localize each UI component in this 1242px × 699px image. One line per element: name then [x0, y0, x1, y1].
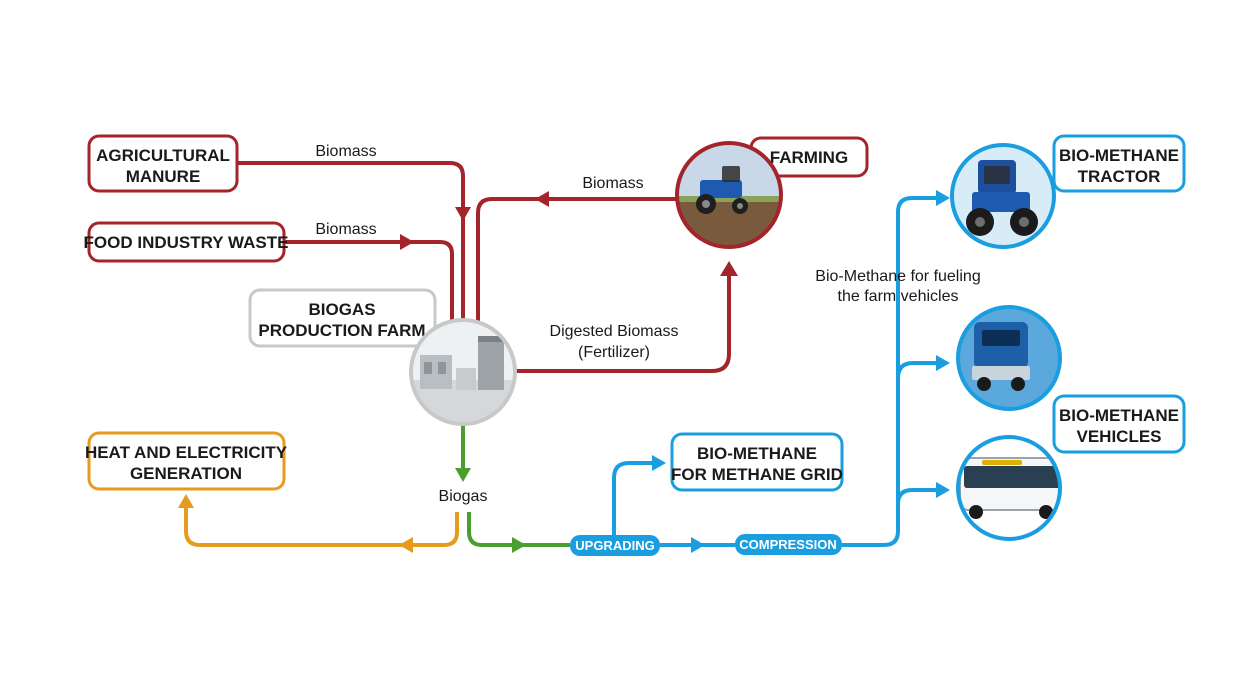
bio-methane-grid-line-2: FOR METHANE GRID [671, 465, 843, 484]
green-flow-lines [461, 425, 570, 547]
heat-electricity-line-2: GENERATION [130, 464, 242, 483]
bio-methane-grid-box: BIO-METHANE FOR METHANE GRID [670, 432, 844, 492]
truck-branch-line [896, 361, 940, 379]
manure-flow-line [237, 161, 465, 330]
compression-pill: COMPRESSION [735, 534, 842, 555]
compression-label: COMPRESSION [739, 537, 837, 552]
bus-arrowhead [936, 482, 950, 498]
biogas-to-upgrading-line [467, 512, 570, 547]
farming-label: FARMING [770, 148, 848, 167]
bus-icon [959, 457, 1060, 519]
orange-arrowheads [178, 494, 413, 553]
bio-methane-tractor-line-2: TRACTOR [1078, 167, 1161, 186]
food-waste-flow-line [284, 240, 454, 330]
agricultural-manure-box: AGRICULTURAL MANURE [87, 134, 239, 193]
bio-methane-grid-line-1: BIO-METHANE [697, 444, 817, 463]
methane-tractor-photo-circle [950, 143, 1056, 249]
upgrading-to-grid-line [612, 461, 656, 535]
bio-methane-vehicles-box: BIO-METHANE VEHICLES [1052, 394, 1186, 454]
biomass-food-label: Biomass [315, 221, 376, 238]
food-waste-arrowhead [400, 234, 414, 250]
biogas-label: Biogas [439, 488, 488, 505]
blue-flow-lines [612, 196, 940, 547]
agricultural-manure-line-1: AGRICULTURAL [96, 146, 230, 165]
biogas-plant-icon [420, 336, 504, 390]
bio-methane-vehicles-line-2: VEHICLES [1076, 427, 1161, 446]
biogas-right-arrowhead [512, 537, 526, 553]
methane-bus-photo-circle [956, 435, 1062, 541]
farming-photo-circle [675, 141, 783, 249]
food-industry-waste-label: FOOD INDUSTRY WASTE [84, 233, 289, 252]
biogas-farm-line-1: BIOGAS [308, 300, 375, 319]
tractor-icon [696, 166, 748, 214]
biogas-farm-line-2: PRODUCTION FARM [258, 321, 425, 340]
tractor-icon [966, 160, 1038, 236]
heat-left-arrowhead [399, 537, 413, 553]
biogas-plant-photo-circle [409, 318, 517, 426]
red-flow-lines [237, 161, 731, 373]
bio-methane-vehicles-line-1: BIO-METHANE [1059, 406, 1179, 425]
biogas-production-farm-box: BIOGAS PRODUCTION FARM [248, 288, 437, 348]
farming-biomass-flow-line [476, 197, 676, 330]
heat-electricity-box: HEAT AND ELECTRICITY GENERATION [85, 431, 288, 491]
digested-biomass-line-1: Digested Biomass [550, 323, 679, 340]
food-industry-waste-box: FOOD INDUSTRY WASTE [84, 221, 289, 263]
fertilizer-flow-line [515, 270, 731, 373]
tractor-arrowhead [936, 190, 950, 206]
red-arrowheads [400, 191, 738, 276]
fueling-label-line-1: Bio-Methane for fueling [815, 268, 980, 285]
truck-icon [972, 322, 1030, 391]
bus-branch-line [896, 488, 940, 505]
manure-arrowhead [455, 207, 471, 221]
upgrading-label: UPGRADING [575, 538, 654, 553]
compression-arrowhead [691, 537, 705, 553]
green-arrowheads [455, 468, 526, 553]
orange-flow-lines [184, 500, 459, 547]
heat-up-arrowhead [178, 494, 194, 508]
heat-flow-line [184, 500, 459, 547]
agricultural-manure-line-2: MANURE [126, 167, 201, 186]
fertilizer-arrowhead [720, 261, 738, 276]
biomass-farming-label: Biomass [582, 175, 643, 192]
digested-biomass-line-2: (Fertilizer) [578, 344, 650, 361]
blue-arrowheads [652, 190, 950, 553]
methane-truck-photo-circle [956, 305, 1062, 411]
biomass-manure-label: Biomass [315, 143, 376, 160]
compression-to-vehicles-line [842, 196, 940, 547]
grid-arrowhead [652, 455, 666, 471]
bio-methane-tractor-box: BIO-METHANE TRACTOR [1052, 134, 1186, 193]
fueling-label-line-2: the farm vehicles [838, 288, 959, 305]
truck-arrowhead [936, 355, 950, 371]
heat-electricity-line-1: HEAT AND ELECTRICITY [85, 443, 288, 462]
upgrading-pill: UPGRADING [570, 535, 660, 556]
bio-methane-tractor-line-1: BIO-METHANE [1059, 146, 1179, 165]
biogas-down-arrowhead [455, 468, 471, 482]
farming-biomass-arrowhead [535, 191, 549, 207]
